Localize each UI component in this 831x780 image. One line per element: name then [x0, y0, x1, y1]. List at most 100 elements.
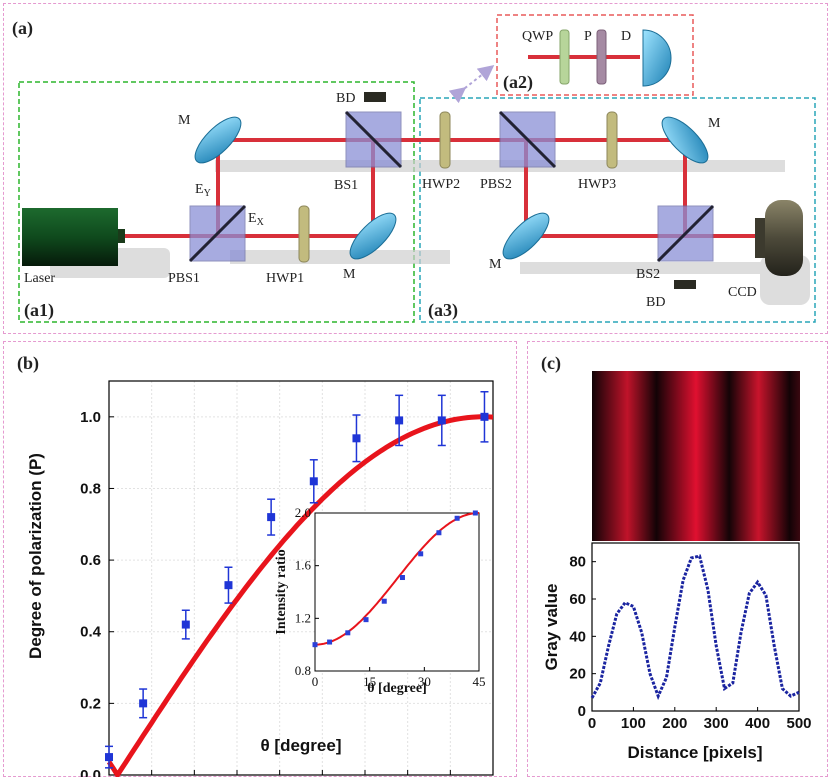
- inset-data-point: [472, 510, 478, 516]
- mirror-m4: [661, 116, 709, 164]
- c-x-tick-label: 400: [745, 715, 770, 732]
- hwp2: [439, 111, 451, 169]
- label-panel-b: (b): [17, 353, 39, 374]
- polarizer: [596, 29, 607, 85]
- label-m2: M: [343, 267, 356, 282]
- panel-b: [3, 341, 517, 777]
- inset-y-tick-label: 1.6: [295, 558, 312, 573]
- x-axis-label: θ [degree]: [261, 736, 342, 755]
- data-point: [437, 416, 446, 425]
- label-panel-c: (c): [541, 353, 561, 374]
- inset-frame: [314, 512, 480, 672]
- inset-data-point: [327, 639, 333, 645]
- c-x-label: Distance [pixels]: [627, 743, 762, 762]
- c-y-tick-label: 60: [569, 591, 586, 608]
- y-tick-label: 0.8: [80, 480, 101, 497]
- inset-data-point: [454, 515, 460, 521]
- panel-a: [3, 3, 828, 334]
- data-point: [105, 753, 113, 762]
- bs2: [656, 204, 715, 263]
- inset-y-tick-label: 2.0: [295, 505, 311, 520]
- c-y-tick-label: 80: [569, 554, 586, 571]
- data-point: [352, 434, 361, 443]
- inset-data-point: [381, 598, 387, 604]
- fit-curve: [106, 414, 494, 777]
- data-point: [395, 416, 404, 425]
- inset-data-point: [436, 530, 442, 536]
- c-x-tick-label: 500: [786, 715, 811, 732]
- label-ccd: CCD: [728, 285, 757, 300]
- label-m1: M: [178, 113, 191, 128]
- inset-fit-curve: [314, 512, 479, 646]
- inset-x-tick-label: 0: [312, 674, 319, 689]
- label-hwp1: HWP1: [266, 271, 304, 286]
- label-m4: M: [708, 116, 721, 131]
- c-y-tick-label: 40: [569, 628, 586, 645]
- label-a3: (a3): [428, 300, 458, 321]
- inset-x-label: θ [degree]: [367, 681, 427, 696]
- y-tick-label: 0.4: [80, 624, 102, 641]
- y-tick-label: 0.6: [80, 552, 101, 569]
- inset-x-tick-label: 45: [473, 674, 486, 689]
- inset-y-label: Intensity ratio: [274, 549, 289, 634]
- panel-c: [527, 341, 828, 777]
- label-m3: M: [489, 257, 502, 272]
- c-y-tick-label: 0: [578, 703, 586, 720]
- c-x-tick-label: 100: [621, 715, 646, 732]
- data-point: [224, 581, 233, 590]
- inset-data-point: [418, 551, 424, 557]
- profile-frame: [591, 542, 800, 712]
- label-ey: EY: [195, 182, 211, 199]
- box-a3: [419, 97, 816, 323]
- inset-data-point: [312, 642, 318, 648]
- bs1: [344, 110, 403, 169]
- pbs1: [188, 204, 247, 263]
- plot-frame: [108, 380, 494, 776]
- c-x-tick-label: 0: [588, 715, 596, 732]
- mirror-m2: [349, 212, 397, 260]
- label-a2: (a2): [503, 72, 533, 93]
- y-tick-label: 0.0: [80, 767, 101, 777]
- label-bd2: BD: [646, 295, 665, 310]
- label-bs1: BS1: [334, 178, 358, 193]
- inset-data-point: [363, 617, 369, 623]
- data-point: [309, 477, 318, 486]
- interference-image: [592, 371, 800, 541]
- inset-y-tick-label: 0.8: [295, 663, 311, 678]
- label-ex: EX: [248, 211, 265, 228]
- c-x-tick-label: 300: [704, 715, 729, 732]
- inset-y-tick-label: 1.2: [295, 610, 311, 625]
- label-pbs2: PBS2: [480, 177, 512, 192]
- y-axis-label: Degree of polarization (P): [26, 453, 45, 659]
- label-d: D: [621, 29, 631, 44]
- chart-b: (b) 0510152025303540450.00.20.40.60.81.0…: [17, 353, 494, 777]
- label-pbs1: PBS1: [168, 271, 200, 286]
- y-tick-label: 0.2: [80, 695, 101, 712]
- beam-dump-1: [364, 92, 386, 102]
- c-y-tick-label: 20: [569, 666, 586, 683]
- inset-data-point: [399, 575, 405, 581]
- label-panel-a: (a): [12, 18, 33, 39]
- beam-dump-2: [674, 280, 696, 289]
- y-tick-label: 1.0: [80, 409, 101, 426]
- detector: [642, 29, 672, 87]
- mirror-m3: [502, 212, 550, 260]
- inset-x-tick-label: 15: [363, 674, 376, 689]
- inset-x-tick-label: 30: [418, 674, 431, 689]
- label-bd1: BD: [336, 91, 355, 106]
- inset-data-point: [345, 630, 351, 636]
- box-a2: [496, 14, 694, 96]
- a2-link-arrow: [448, 65, 495, 104]
- box-a1: [18, 81, 415, 323]
- c-y-label: Gray value: [542, 584, 561, 671]
- data-point: [181, 620, 190, 629]
- qwp: [559, 29, 570, 85]
- ccd-camera: [755, 200, 803, 276]
- data-point: [139, 699, 148, 708]
- gray-value-line: [590, 554, 800, 701]
- hwp1: [298, 205, 310, 263]
- label-laser: Laser: [24, 271, 55, 286]
- data-point: [480, 412, 489, 421]
- label-a1: (a1): [24, 300, 54, 321]
